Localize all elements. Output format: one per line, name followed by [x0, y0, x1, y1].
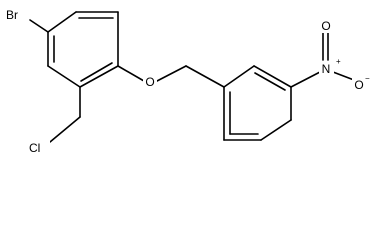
- ring-a-bond-6: [47, 11, 77, 33]
- nitro-group: [290, 31, 355, 88]
- ring-a-bond-3: [79, 65, 119, 88]
- oxygen-negative-charge: −: [365, 74, 370, 83]
- o-ch2-bond: [156, 65, 187, 82]
- ring-b-bond-1: [223, 65, 255, 88]
- chloromethyl-group: [49, 86, 81, 143]
- nitro-nitrogen-label: N: [322, 62, 331, 76]
- nitro-double-oxygen-label: O: [321, 19, 330, 33]
- c-br-bond: [29, 19, 49, 33]
- ring-a-double-2: [80, 62, 113, 82]
- c-o-bond: [117, 65, 145, 82]
- ether-oxygen-label: O: [145, 75, 154, 89]
- n-o-minus-bond: [332, 71, 355, 81]
- ring-a-bond-4: [47, 65, 81, 88]
- ring-b-bond-2: [253, 65, 292, 88]
- chlorine-label: Cl: [29, 141, 40, 155]
- ether-linkage: [117, 65, 225, 88]
- c-n-bond: [290, 71, 321, 88]
- ring-b-double-1: [254, 72, 286, 91]
- bromine-label: Br: [6, 8, 18, 22]
- chemical-structure-diagram: Br O Cl N + O O −: [5, 6, 370, 155]
- right-benzene-ring: [223, 65, 292, 141]
- atom-labels: Br O Cl N + O O −: [5, 6, 370, 155]
- ring-b-bond-4: [260, 119, 292, 141]
- ch2-cl-bond: [49, 116, 81, 143]
- nitro-single-oxygen-label: O: [354, 78, 363, 92]
- nitrogen-positive-charge: +: [336, 57, 341, 66]
- ch2-c-bond: [185, 65, 225, 88]
- left-benzene-ring: [47, 11, 119, 88]
